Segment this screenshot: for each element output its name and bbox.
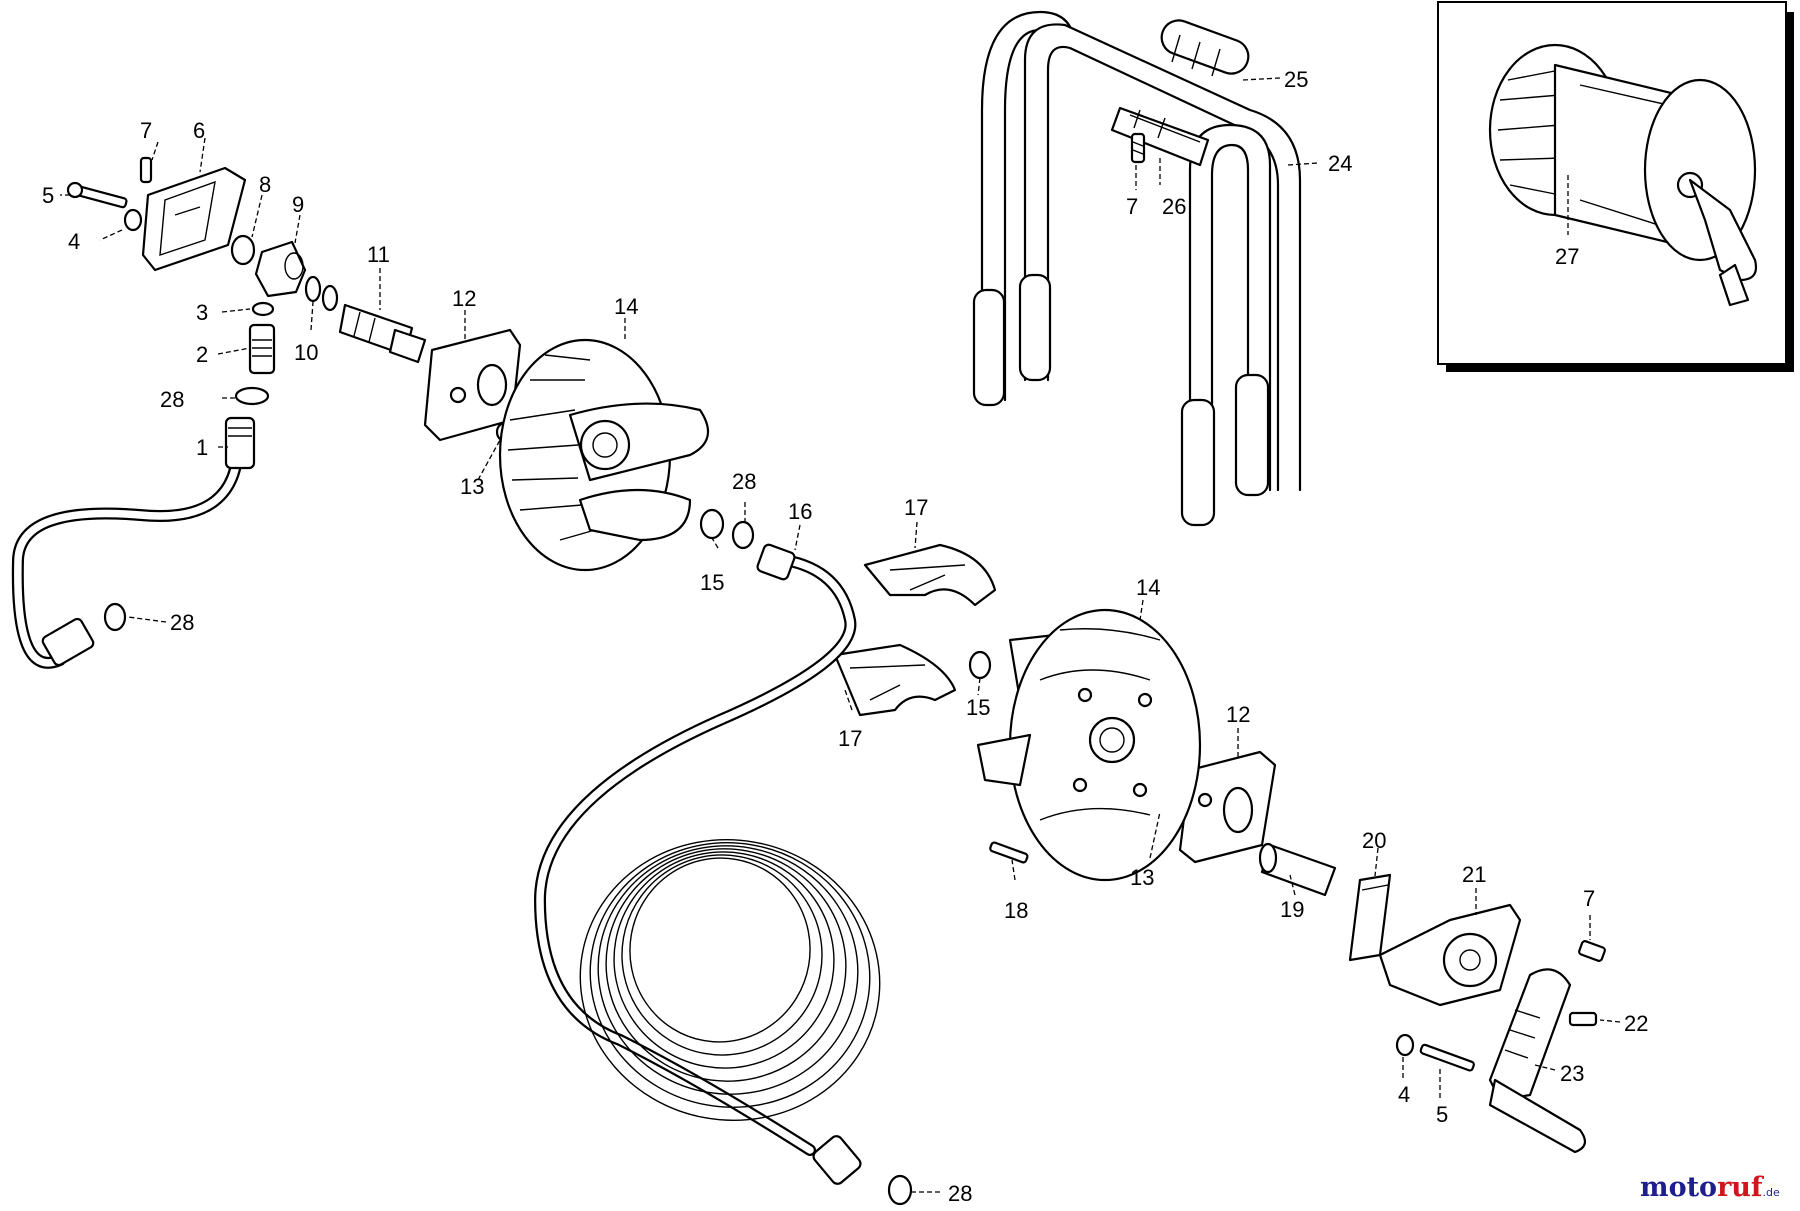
segment-part-17-top <box>863 543 997 607</box>
label-part-20: 20 <box>1362 828 1386 853</box>
label-part-17: 17 <box>904 495 928 520</box>
label-part-25: 25 <box>1284 67 1308 92</box>
washer-part-4 <box>123 208 143 232</box>
frame-part-24 <box>972 10 1302 527</box>
screw-part-7-frame <box>1130 132 1146 164</box>
bolt-part-5 <box>66 181 128 209</box>
label-part-8: 8 <box>259 172 271 197</box>
part-number-labels: 1 2 3 4 5 6 7 8 9 10 11 12 13 14 28 28 2… <box>42 67 1648 1206</box>
label-part-12: 12 <box>1226 702 1250 727</box>
grip-part-26 <box>1110 106 1210 167</box>
label-part-28: 28 <box>948 1181 972 1206</box>
label-part-17: 17 <box>838 726 862 751</box>
nut-part-9 <box>254 240 307 298</box>
bolt-part-5-right <box>1419 1043 1475 1072</box>
motoruf-watermark: motoruf.de <box>1640 1172 1780 1203</box>
label-part-7: 7 <box>1126 194 1138 219</box>
label-part-4: 4 <box>1398 1082 1410 1107</box>
segment-part-17-bottom <box>833 643 957 717</box>
label-part-16: 16 <box>788 499 812 524</box>
label-part-12: 12 <box>452 286 476 311</box>
label-part-7: 7 <box>140 118 152 143</box>
screw-part-18 <box>989 841 1029 864</box>
crank-hub-part-21 <box>1378 903 1522 1007</box>
washer-part-4-right <box>1395 1033 1415 1057</box>
label-part-23: 23 <box>1560 1061 1584 1086</box>
label-part-13: 13 <box>1130 865 1154 890</box>
washer-part-28-mid <box>731 520 755 550</box>
label-part-15: 15 <box>700 570 724 595</box>
label-part-24: 24 <box>1328 151 1352 176</box>
label-part-15: 15 <box>966 695 990 720</box>
bearing-plate-part-12-right <box>1178 750 1277 864</box>
screw-part-22 <box>1568 1011 1598 1027</box>
orings-part-10 <box>304 275 339 312</box>
label-part-28: 28 <box>160 387 184 412</box>
drum-part-14-left <box>498 338 710 572</box>
label-part-22: 22 <box>1624 1011 1648 1036</box>
label-part-28: 28 <box>170 610 194 635</box>
leader-lines <box>60 77 1621 1193</box>
label-part-4: 4 <box>68 229 80 254</box>
oring-part-3 <box>251 301 275 317</box>
label-part-27: 27 <box>1555 244 1579 269</box>
label-part-28: 28 <box>732 469 756 494</box>
pin-part-19 <box>1258 842 1337 897</box>
label-part-13: 13 <box>460 474 484 499</box>
label-part-21: 21 <box>1462 862 1486 887</box>
grip-part-25 <box>1160 19 1250 77</box>
shaft-part-11 <box>338 303 427 364</box>
svg-text:motoruf.de: motoruf.de <box>1640 1172 1780 1203</box>
label-part-2: 2 <box>196 342 208 367</box>
crank-handle-part-23 <box>1488 968 1587 1154</box>
bracket-part-6 <box>141 166 247 272</box>
screw-part-7-hub <box>1578 940 1606 962</box>
label-part-11: 11 <box>367 242 390 267</box>
ring-part-8 <box>230 234 256 266</box>
label-part-14: 14 <box>1136 575 1160 600</box>
washer-part-28-hose <box>103 602 127 632</box>
label-part-5: 5 <box>42 183 54 208</box>
assembled-reel-inset <box>1437 1 1794 372</box>
label-part-9: 9 <box>292 192 304 217</box>
label-part-14: 14 <box>614 294 638 319</box>
label-part-1: 1 <box>196 435 208 460</box>
screw-part-7-bracket <box>139 156 153 184</box>
washer-part-28-bottom <box>887 1174 913 1206</box>
hose-part-16 <box>533 543 881 1185</box>
watermark-brand-b: ruf <box>1717 1172 1765 1203</box>
drum-part-14-right <box>976 608 1202 882</box>
label-part-10: 10 <box>294 340 318 365</box>
nipple-part-2 <box>248 323 276 375</box>
label-part-7: 7 <box>1583 886 1595 911</box>
label-part-6: 6 <box>193 118 205 143</box>
label-part-18: 18 <box>1004 898 1028 923</box>
label-part-3: 3 <box>196 300 208 325</box>
label-part-19: 19 <box>1280 897 1304 922</box>
latch-part-20 <box>1348 873 1392 962</box>
watermark-tld: .de <box>1763 1186 1780 1199</box>
clips-part-15 <box>699 508 992 680</box>
label-part-26: 26 <box>1162 194 1186 219</box>
washer-part-28-left <box>234 386 270 406</box>
label-part-5: 5 <box>1436 1102 1448 1127</box>
hose-part-1 <box>11 416 256 669</box>
watermark-brand-a: moto <box>1640 1172 1717 1203</box>
